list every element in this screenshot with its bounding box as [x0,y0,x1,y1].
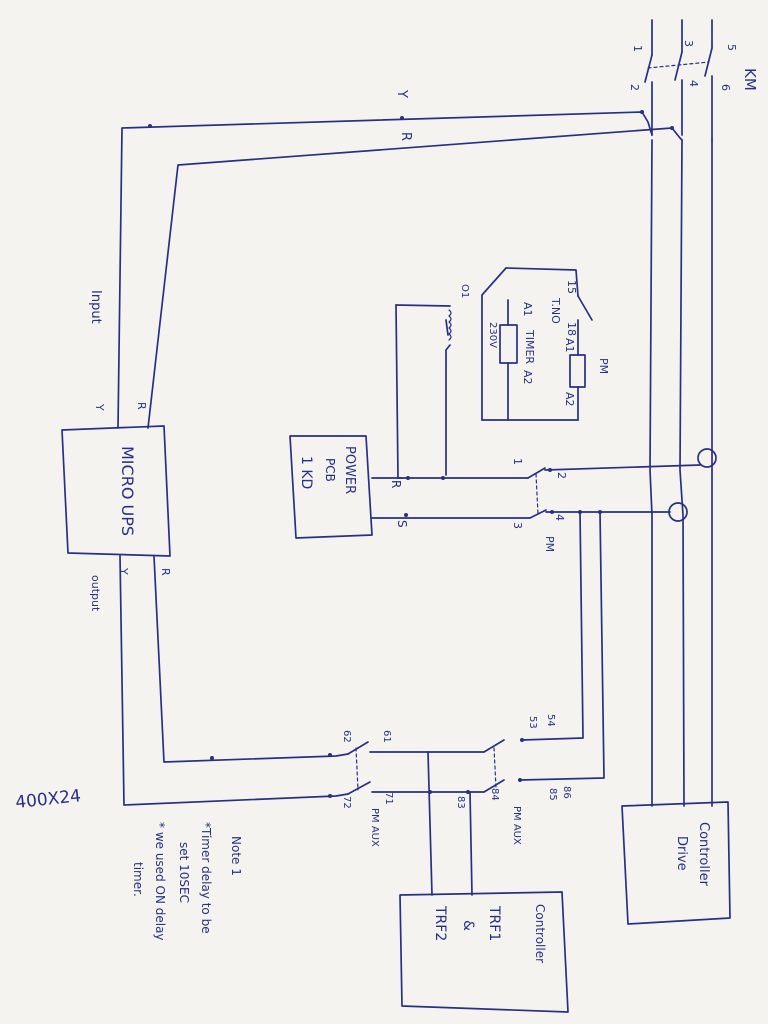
note-line-4: timer. [131,862,145,897]
power-pcb: POWER PCB 1 KD R S [289,435,409,539]
km-terminal-2: 2 [628,84,641,91]
timer-sw-15: 15 [565,280,578,294]
timer-ref: O1 [459,284,470,298]
pm-main-4: 4 [553,514,566,521]
notes: Note 1 *Timer delay to be set 10SEC * we… [131,822,243,941]
ups-aux-72: 72 [341,796,352,809]
ups-aux-label: PM AUX [369,808,380,847]
km-terminal-4: 4 [687,80,700,87]
pm-aux-84: 84 [489,788,500,801]
note-line-1: *Timer delay to be [199,822,213,934]
note-line-3: * we used ON delay [153,822,167,941]
km-label: KM [741,68,759,91]
ups-aux-contacts: 61 62 71 72 PM AUX [341,730,429,847]
note-title: Note 1 [229,836,243,876]
wire-label-r: R [398,132,413,141]
ups-output-label: output [89,575,102,612]
ups-aux-61: 61 [381,730,392,743]
pm-main-2: 2 [555,472,568,479]
aux-feed-wires [519,511,605,781]
ups-out-r: R [159,568,172,576]
pcb-line-1: POWER [342,446,357,494]
ups-output-wires [119,555,349,806]
ups-out-y: Y [117,567,130,575]
pm-main-label: PM [543,536,556,552]
rating-label: 400X24 [14,786,81,813]
ups-in-r: R [135,402,148,410]
ups-input-label: Input [88,290,103,324]
ups-aux-62: 62 [341,730,352,743]
controller-drive: Controller Drive [621,801,731,925]
pm-main-3: 3 [511,522,524,529]
note-line-2: set 10SEC [177,842,191,903]
pcb-terminal-r: R [389,480,403,488]
pm-aux-85: 85 [547,788,558,801]
drive-line-1: Controller [696,822,711,887]
pm-aux-53: 53 [527,716,538,729]
drive-bus-lines [649,139,717,807]
pm-aux-86: 86 [561,786,572,799]
pm-coil-a1: A1 [563,338,576,353]
trf-line-1: Controller [533,904,547,963]
pm-coil-a2: A2 [563,392,576,407]
wire-label-y: Y [394,89,409,98]
micro-ups: MICRO UPS Input output Y R Y R [61,290,172,612]
pm-aux-label: PM AUX [511,806,522,845]
pm-aux-83: 83 [455,796,466,809]
pm-aux-contacts: 54 53 86 85 84 83 PM AUX [427,714,572,896]
ups-input-wires: Y R [117,89,683,429]
drive-line-2: Drive [674,836,689,871]
controller-trf: Controller TRF1 & TRF2 [399,891,569,1013]
km-terminal-3: 3 [682,40,695,47]
timer-coil-a2: A2 [521,370,534,385]
ups-aux-71: 71 [383,792,394,805]
pm-main-contacts: 1 2 3 4 PM [371,458,701,552]
timer-sw-label: T.NO [549,297,562,324]
km-terminal-1: 1 [631,45,644,52]
trf-line-4: TRF2 [432,905,448,941]
pm-aux-54: 54 [545,714,556,727]
timer-sw-18: 18 [565,322,578,336]
timer-coil-label: TIMER [523,329,536,364]
timer-voltage: 230V [487,322,498,348]
pm-coil-label: PM [597,358,610,374]
pcb-line-3: 1 KD [298,456,314,489]
pcb-terminal-s: S [395,520,409,528]
pcb-line-2: PCB [323,458,337,482]
km-terminal-5: 5 [725,44,738,51]
micro-ups-title-1: MICRO UPS [118,446,137,536]
timer-coil-a1: A1 [521,302,534,317]
km-contactor: KM 1 3 5 2 4 6 [628,19,759,141]
trf-line-3: & [460,920,476,931]
ups-in-y: Y [93,403,106,411]
timer-section: 15 18 T.NO A1 PM A2 A1 TIMER A2 230V O1 [395,267,610,479]
trf-line-2: TRF1 [486,905,502,941]
pm-main-1: 1 [511,458,524,465]
km-terminal-6: 6 [719,84,732,91]
